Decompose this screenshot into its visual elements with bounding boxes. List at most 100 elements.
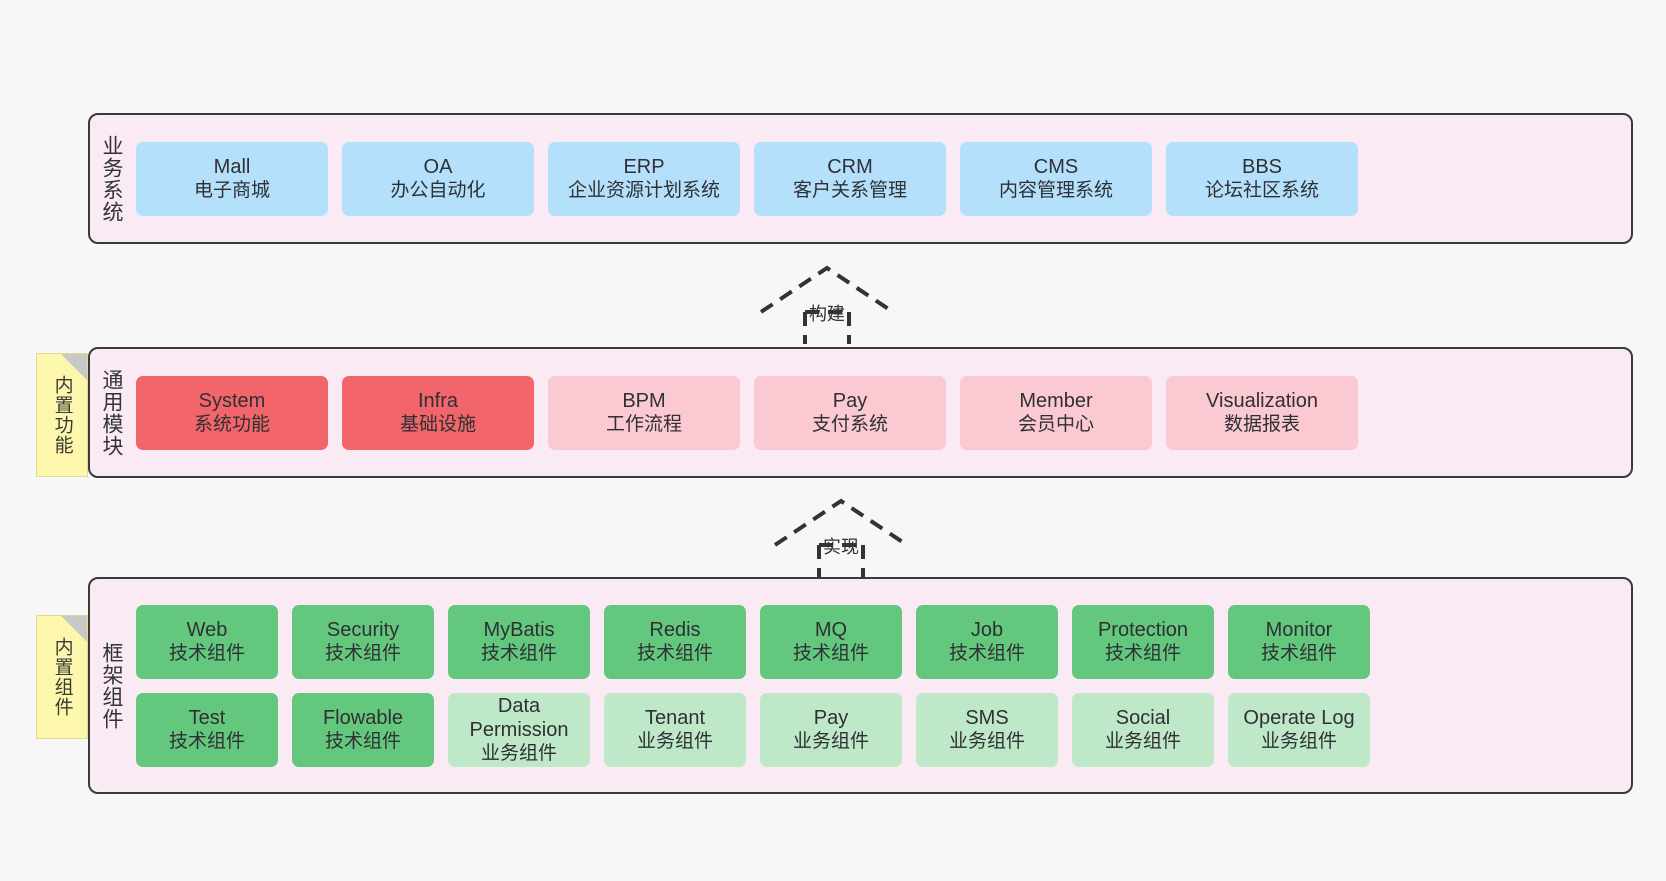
box-subtitle: 客户关系管理 bbox=[792, 180, 907, 202]
generalization-triangle-build bbox=[759, 265, 895, 314]
box-title: Security bbox=[326, 618, 400, 641]
box-subtitle: 技术组件 bbox=[324, 643, 401, 665]
box-title: CMS bbox=[1033, 155, 1079, 178]
box-subtitle: 技术组件 bbox=[168, 643, 245, 665]
box-subtitle: 基础设施 bbox=[399, 414, 476, 436]
box-subtitle: 工作流程 bbox=[605, 414, 682, 436]
box-title: CRM bbox=[827, 155, 873, 178]
box-subtitle: 内容管理系统 bbox=[998, 180, 1113, 202]
box-subtitle: 技术组件 bbox=[324, 731, 401, 753]
box-subtitle: 技术组件 bbox=[636, 643, 713, 665]
connector-label-implement: 实现 bbox=[823, 537, 859, 557]
box-subtitle: 技术组件 bbox=[948, 643, 1025, 665]
layer-label-common: 通用模块 bbox=[100, 368, 124, 457]
box-subtitle: 办公自动化 bbox=[390, 180, 486, 202]
box-title: Protection bbox=[1097, 618, 1189, 641]
box-title: Social bbox=[1115, 706, 1171, 729]
note-builtin-component-label: 内置组件 bbox=[51, 637, 73, 717]
box-title: Operate Log bbox=[1243, 706, 1355, 729]
box-title: Visualization bbox=[1206, 389, 1318, 412]
box-title: Monitor bbox=[1265, 618, 1333, 641]
box-subtitle: 业务组件 bbox=[636, 731, 713, 753]
box-title: Mall bbox=[213, 155, 251, 178]
box-subtitle: 业务组件 bbox=[948, 731, 1025, 753]
box-title: Pay bbox=[813, 706, 849, 729]
box-title: OA bbox=[423, 155, 453, 178]
box-subtitle: 数据报表 bbox=[1223, 414, 1300, 436]
box-subtitle: 会员中心 bbox=[1017, 414, 1094, 436]
box-subtitle: 技术组件 bbox=[480, 643, 557, 665]
layer-label-framework: 框架组件 bbox=[100, 641, 124, 730]
box-title: Flowable bbox=[322, 706, 404, 729]
box-subtitle: 技术组件 bbox=[792, 643, 869, 665]
generalization-triangle-implement bbox=[773, 498, 909, 547]
box-subtitle: 电子商城 bbox=[193, 180, 270, 202]
box-subtitle: 支付系统 bbox=[811, 414, 888, 436]
box-title: Infra bbox=[417, 389, 459, 412]
box-title: MyBatis bbox=[483, 618, 555, 641]
box-subtitle: 系统功能 bbox=[193, 414, 270, 436]
box-title: Web bbox=[186, 618, 228, 641]
box-subtitle: 技术组件 bbox=[1104, 643, 1181, 665]
connector-build: 构建 bbox=[757, 262, 897, 344]
note-fold-icon bbox=[61, 354, 87, 380]
box-subtitle: 论坛社区系统 bbox=[1204, 180, 1319, 202]
box-title: System bbox=[198, 389, 266, 412]
note-builtin-function-label: 内置功能 bbox=[51, 375, 73, 455]
box-title: Pay bbox=[832, 389, 868, 412]
box-title: Job bbox=[970, 618, 1004, 641]
box-title: Tenant bbox=[644, 706, 706, 729]
note-fold-icon bbox=[61, 616, 87, 642]
layer-label-business: 业务系统 bbox=[100, 134, 124, 223]
box-subtitle: 业务组件 bbox=[1260, 731, 1337, 753]
box-title: BPM bbox=[622, 389, 666, 412]
box-title: Redis bbox=[649, 618, 701, 641]
box-title: Member bbox=[1019, 389, 1093, 412]
box-title: Test bbox=[188, 706, 226, 729]
box-title: MQ bbox=[814, 618, 848, 641]
box-subtitle: 企业资源计划系统 bbox=[567, 180, 720, 202]
box-subtitle: 业务组件 bbox=[792, 731, 869, 753]
box-title: ERP bbox=[623, 155, 665, 178]
box-subtitle: 技术组件 bbox=[168, 731, 245, 753]
